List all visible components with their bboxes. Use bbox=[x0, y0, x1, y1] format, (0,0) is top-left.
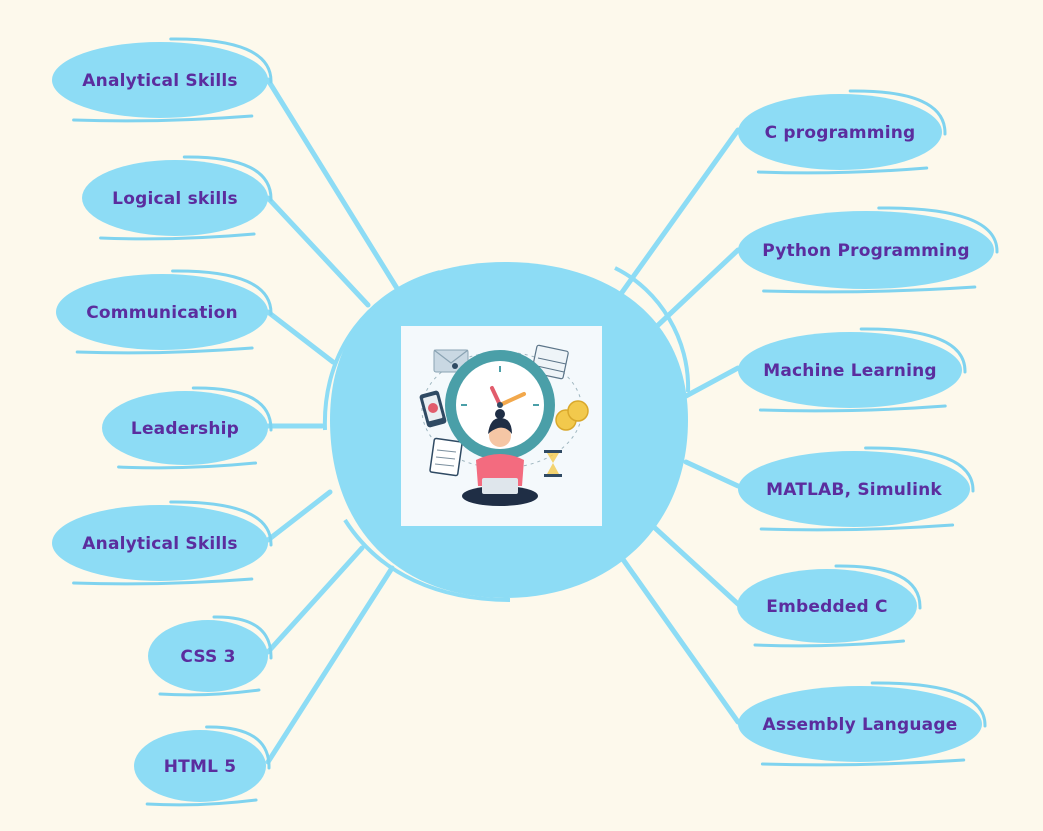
bubble-sketch-stroke bbox=[756, 89, 947, 175]
skill-node-css-3: CSS 3 bbox=[148, 615, 273, 697]
connector-c-programming bbox=[615, 127, 741, 301]
clipboard-icon bbox=[429, 437, 463, 477]
phone-icon bbox=[419, 390, 447, 428]
skill-bubble bbox=[738, 211, 994, 289]
skill-node-analytical-skills-2: Analytical Skills bbox=[52, 500, 273, 586]
envelope-icon bbox=[433, 349, 469, 373]
coins-icon bbox=[555, 400, 589, 431]
connector-css-3 bbox=[265, 545, 365, 655]
skill-label: Logical skills bbox=[112, 189, 238, 209]
connector-lines bbox=[265, 77, 741, 765]
skill-bubble bbox=[102, 391, 268, 465]
connector-html-5 bbox=[265, 565, 395, 765]
skill-node-logical-skills: Logical skills bbox=[82, 155, 273, 241]
connector-matlab-simulink bbox=[683, 459, 741, 489]
hourglass-icon bbox=[544, 450, 562, 477]
skill-label: Machine Learning bbox=[763, 361, 937, 381]
skill-node-c-programming: C programming bbox=[738, 89, 947, 175]
bubble-sketch-stroke bbox=[753, 564, 922, 648]
skill-label: Communication bbox=[86, 303, 238, 323]
connector-embedded-c bbox=[652, 525, 741, 607]
connector-logical-skills bbox=[265, 195, 371, 308]
skill-bubble bbox=[52, 42, 268, 118]
skill-label: C programming bbox=[765, 123, 916, 143]
skill-label: Analytical Skills bbox=[82, 71, 237, 91]
bubble-sketch-stroke bbox=[99, 155, 273, 241]
bubble-sketch-stroke bbox=[117, 386, 273, 470]
person-working-with-clock-illustration bbox=[419, 344, 589, 506]
skill-bubble bbox=[52, 505, 268, 581]
skill-bubble bbox=[134, 730, 266, 802]
connector-communication bbox=[265, 309, 336, 365]
skill-label: MATLAB, Simulink bbox=[766, 480, 942, 500]
bubble-sketch-stroke bbox=[760, 681, 987, 767]
skill-bubble bbox=[737, 569, 917, 643]
bubble-sketch-stroke bbox=[759, 446, 975, 532]
skill-label: Leadership bbox=[131, 419, 239, 439]
skill-bubble bbox=[738, 94, 942, 170]
skill-label: Assembly Language bbox=[763, 715, 958, 735]
skill-bubble bbox=[82, 160, 268, 236]
skill-node-analytical-skills-1: Analytical Skills bbox=[52, 37, 273, 123]
skill-node-python-programming: Python Programming bbox=[738, 206, 999, 294]
skill-bubble bbox=[148, 620, 268, 692]
connector-analytical-skills-2 bbox=[265, 489, 333, 543]
skill-label: CSS 3 bbox=[180, 647, 235, 667]
bubble-sketch-stroke bbox=[762, 206, 999, 294]
bubble-sketch-stroke bbox=[158, 615, 273, 697]
skill-node-assembly-language: Assembly Language bbox=[738, 681, 987, 767]
skill-node-leadership: Leadership bbox=[102, 386, 273, 470]
skill-node-matlab-simulink: MATLAB, Simulink bbox=[738, 446, 975, 532]
skill-label: Python Programming bbox=[762, 241, 969, 261]
skill-label: Embedded C bbox=[766, 597, 887, 617]
skill-label: HTML 5 bbox=[164, 757, 237, 777]
bubble-sketch-stroke bbox=[758, 327, 967, 413]
skill-bubble bbox=[738, 451, 970, 527]
skill-node-embedded-c: Embedded C bbox=[737, 564, 922, 648]
skill-bubble bbox=[56, 274, 268, 350]
skill-node-html-5: HTML 5 bbox=[134, 725, 271, 807]
bubble-sketch-stroke bbox=[145, 725, 271, 807]
bubble-sketch-stroke bbox=[72, 500, 273, 586]
bubble-sketch-stroke bbox=[72, 37, 273, 123]
connector-analytical-skills-1 bbox=[265, 77, 401, 293]
skill-node-machine-learning: Machine Learning bbox=[738, 327, 967, 413]
person-figure bbox=[462, 409, 538, 506]
connector-assembly-language bbox=[619, 555, 741, 725]
skill-bubble bbox=[738, 332, 962, 408]
skill-label: Analytical Skills bbox=[82, 534, 237, 554]
bubble-sketch-stroke bbox=[75, 269, 273, 355]
skill-bubble bbox=[738, 686, 982, 762]
clock-icon bbox=[445, 350, 555, 460]
skill-node-communication: Communication bbox=[56, 269, 273, 355]
connector-machine-learning bbox=[683, 365, 741, 399]
